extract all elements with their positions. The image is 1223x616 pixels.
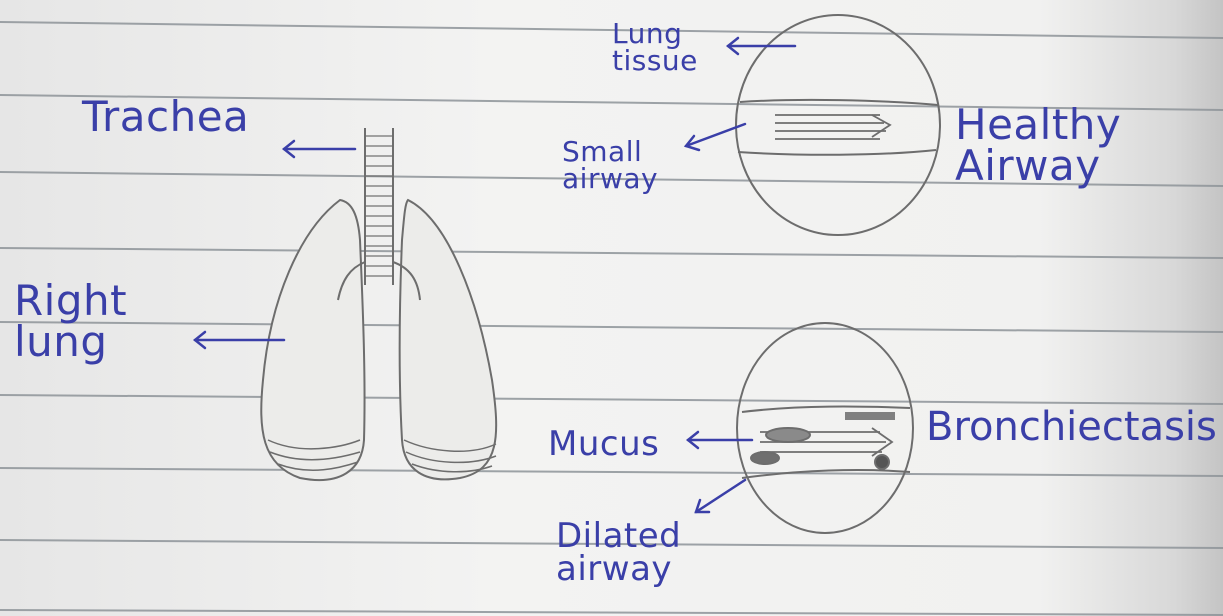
small-airway-label: Small airway bbox=[562, 138, 658, 193]
arrow-icon bbox=[686, 124, 745, 150]
mucus-label: Mucus bbox=[548, 428, 659, 461]
arrow-icon bbox=[688, 432, 752, 448]
lung-tissue-label: Lung tissue bbox=[612, 20, 698, 75]
trachea-label: Trachea bbox=[82, 96, 249, 137]
dilated-airway-label: Dilated airway bbox=[556, 520, 681, 587]
arrow-icon bbox=[696, 480, 745, 512]
right-lung-label: Right lung bbox=[14, 280, 127, 362]
arrow-icon bbox=[195, 332, 284, 348]
arrow-icon bbox=[284, 141, 355, 157]
arrow-icon bbox=[728, 38, 795, 54]
bronchiectasis-label: Bronchiectasis bbox=[926, 408, 1217, 447]
healthy-airway-label: Healthy Airway bbox=[955, 104, 1121, 186]
